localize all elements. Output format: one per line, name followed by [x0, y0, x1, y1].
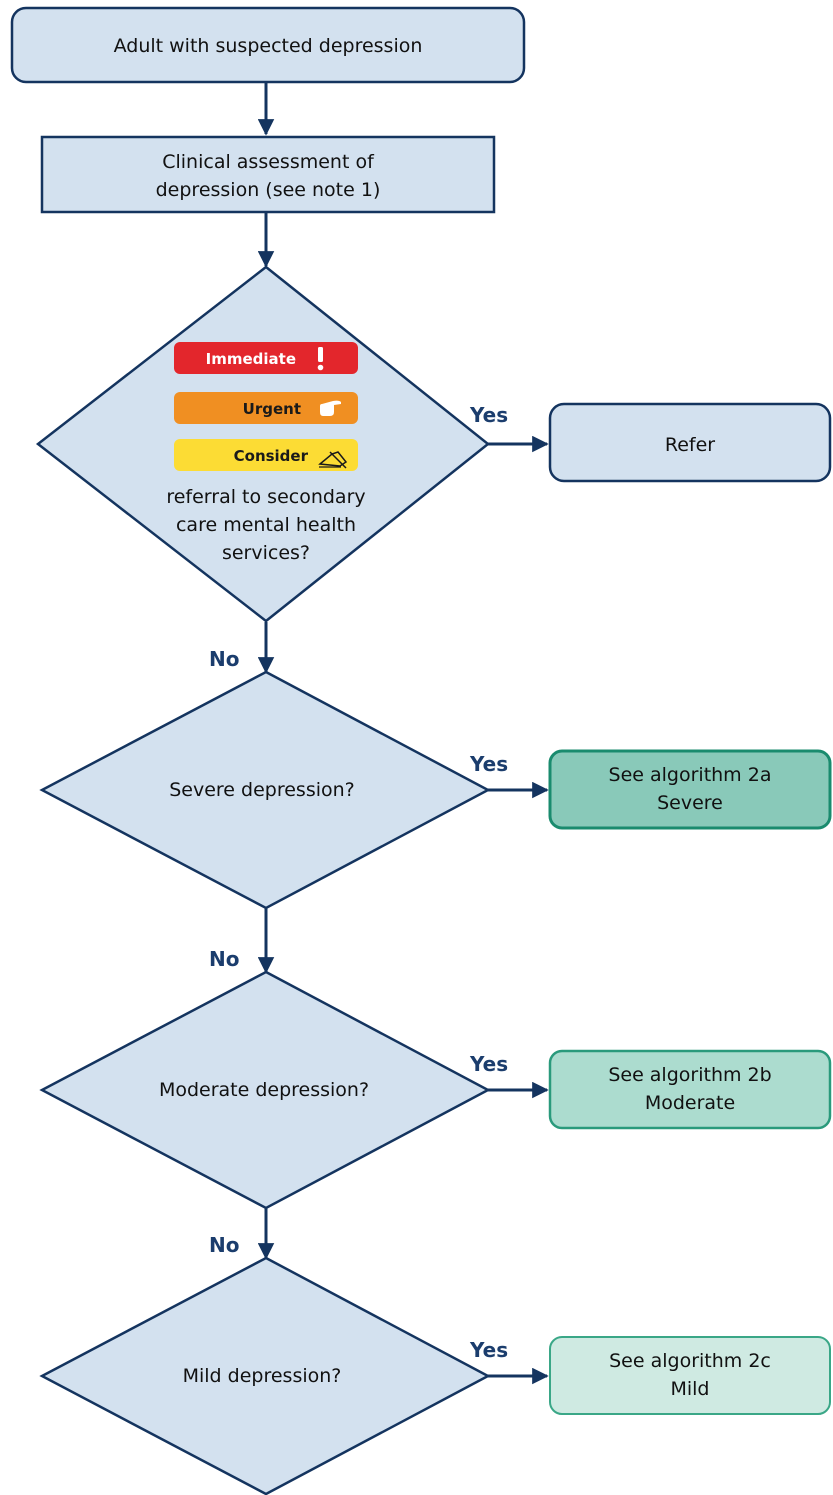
moderate-result-node: See algorithm 2b Moderate — [548, 1049, 832, 1130]
refer-node: Refer — [548, 402, 832, 483]
mild-decision: Mild depression? — [39, 1256, 491, 1495]
mild-question: Mild depression? — [183, 1365, 342, 1387]
consider-badge-label: Consider — [234, 447, 309, 465]
referral-question-line2: care mental health — [176, 514, 356, 536]
moderate-decision: Moderate depression? — [39, 970, 491, 1210]
severe-result-node: See algorithm 2a Severe — [548, 749, 832, 830]
mild-result-line1: See algorithm 2c — [609, 1350, 771, 1372]
referral-decision: Immediate Urgent Consider referral to se… — [35, 265, 491, 623]
connectors — [257, 82, 549, 1385]
referral-question-line1: referral to secondary — [166, 486, 365, 508]
yes-label-referral: Yes — [469, 403, 508, 427]
severe-result-line2: Severe — [657, 792, 723, 814]
severe-question: Severe depression? — [169, 779, 355, 801]
mild-result-node: See algorithm 2c Mild — [549, 1336, 831, 1415]
moderate-result-line1: See algorithm 2b — [608, 1064, 771, 1086]
consider-badge: Consider — [174, 439, 358, 471]
edge-labels: Yes No Yes No Yes No Yes — [209, 403, 508, 1362]
assessment-node: Clinical assessment of depression (see n… — [40, 135, 496, 214]
urgent-badge: Urgent — [174, 392, 358, 424]
immediate-badge: Immediate — [174, 342, 358, 374]
yes-label-mild: Yes — [469, 1338, 508, 1362]
assessment-text-line2: depression (see note 1) — [156, 179, 381, 201]
start-node: Adult with suspected depression — [10, 6, 526, 84]
no-label-severe: No — [209, 947, 239, 971]
yes-label-severe: Yes — [469, 752, 508, 776]
start-text: Adult with suspected depression — [114, 35, 423, 57]
exclamation-icon — [317, 347, 324, 371]
yes-label-moderate: Yes — [469, 1052, 508, 1076]
pointing-hand-icon — [320, 400, 341, 416]
referral-question-line3: services? — [222, 542, 310, 564]
moderate-result-line2: Moderate — [645, 1092, 735, 1114]
assessment-text-line1: Clinical assessment of — [162, 151, 375, 173]
severe-decision: Severe depression? — [39, 670, 491, 910]
moderate-question: Moderate depression? — [159, 1079, 369, 1101]
refer-text: Refer — [665, 434, 715, 456]
writing-hand-icon — [318, 451, 348, 469]
immediate-badge-label: Immediate — [206, 350, 296, 368]
urgent-badge-label: Urgent — [243, 400, 301, 418]
no-label-referral: No — [209, 647, 239, 671]
severe-result-line1: See algorithm 2a — [609, 764, 772, 786]
mild-result-line2: Mild — [670, 1378, 709, 1400]
no-label-moderate: No — [209, 1233, 239, 1257]
